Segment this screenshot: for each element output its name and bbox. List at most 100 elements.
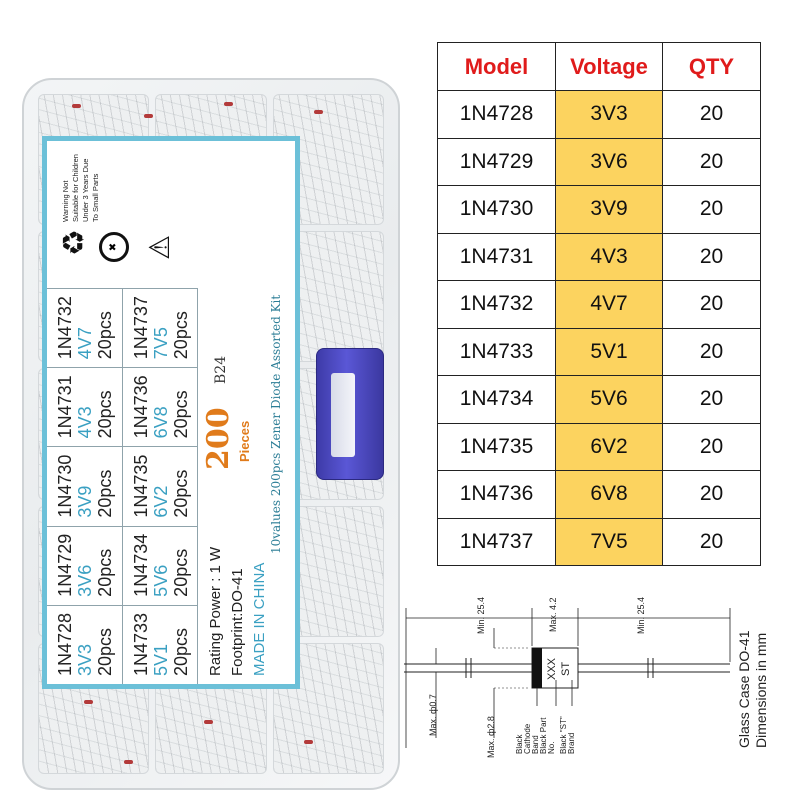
cell-qty: 20 — [662, 137, 761, 186]
header-model: Model — [437, 42, 556, 91]
cell-model: 1N4728 — [437, 90, 556, 139]
label-voltage: 3V3 — [75, 643, 95, 676]
label-voltage: 4V7 — [75, 327, 95, 360]
table-row: 1N4735 6V2 20 — [437, 422, 761, 471]
footprint: Footprint:DO-41 — [229, 568, 246, 676]
cell-voltage: 3V9 — [555, 185, 663, 234]
table-row: 1N4729 3V6 20 — [437, 137, 761, 186]
label-voltage: 4V3 — [75, 406, 95, 439]
label-qty: 20pcs — [95, 469, 115, 518]
pieces-label: Pieces — [237, 420, 252, 462]
table-row: 1N4732 4V7 20 — [437, 280, 761, 329]
table-row: 1N4736 6V8 20 — [437, 470, 761, 519]
table-row: 1N4730 3V9 20 — [437, 185, 761, 234]
kit-name: 10values 200pcs Zener Diode Assorted Kit — [269, 294, 283, 554]
label-voltage: 6V8 — [150, 406, 171, 439]
diode — [304, 740, 313, 744]
made-in: MADE IN CHINA — [251, 562, 268, 676]
no-child-icon: ✖ — [99, 232, 129, 262]
label-model: 1N4730 — [55, 454, 75, 518]
recycle-icon: ♻ — [58, 229, 91, 256]
header-qty: QTY — [662, 42, 761, 91]
cell-qty: 20 — [662, 232, 761, 281]
cell-model: 1N4737 — [437, 517, 556, 566]
dim-max-body-dia: Max. ф2.8 — [486, 716, 496, 758]
cell-qty: 20 — [662, 327, 761, 376]
cell-model: 1N4735 — [437, 422, 556, 471]
diode — [124, 760, 133, 764]
product-code: B24 — [213, 355, 229, 384]
table-row: 1N4728 3V3 20 — [437, 90, 761, 139]
label-card: 1N4728 3V3 20pcs 1N4729 3V6 20pcs 1N4730… — [42, 136, 300, 689]
cell-voltage: 4V3 — [555, 232, 663, 281]
label-model: 1N4728 — [55, 612, 75, 676]
warning-triangle-icon: ⚠ — [144, 234, 175, 260]
label-cell: 1N4736 6V8 20pcs — [122, 367, 198, 447]
cell-model: 1N4732 — [437, 280, 556, 329]
cell-model: 1N4731 — [437, 232, 556, 281]
cell-voltage: 5V1 — [555, 327, 663, 376]
cathode-band — [532, 648, 542, 688]
label-cell: 1N4731 4V3 20pcs — [47, 367, 123, 447]
dim-max-body: Max. 4.2 — [548, 597, 558, 632]
label-model: 1N4736 — [130, 375, 151, 439]
cell-voltage: 5V6 — [555, 375, 663, 424]
warning-text: Warning Not Suitable for Children Under … — [61, 154, 100, 222]
label-cell: 1N4732 4V7 20pcs — [47, 288, 123, 368]
cell-qty: 20 — [662, 185, 761, 234]
cell-qty: 20 — [662, 517, 761, 566]
box-label: 1N4728 3V3 20pcs 1N4729 3V6 20pcs 1N4730… — [42, 136, 300, 689]
label-cell: 1N4734 5V6 20pcs — [122, 525, 198, 605]
label-model: 1N4737 — [130, 296, 151, 360]
cell-voltage: 7V5 — [555, 517, 663, 566]
rating-power: Rating Power : 1 W — [207, 546, 224, 676]
piece-count: 200 — [201, 407, 236, 470]
label-voltage: 3V6 — [75, 564, 95, 597]
label-model: 1N4732 — [55, 296, 75, 360]
cell-model: 1N4729 — [437, 137, 556, 186]
table-row: 1N4734 5V6 20 — [437, 375, 761, 424]
table-header-row: Model Voltage QTY — [437, 42, 761, 91]
label-cell: 1N4728 3V3 20pcs — [47, 604, 123, 684]
diode — [204, 720, 213, 724]
label-footer: Rating Power : 1 W Footprint:DO-41 MADE … — [199, 136, 295, 684]
label-cell: 1N4733 5V1 20pcs — [122, 604, 198, 684]
label-qty: 20pcs — [95, 627, 115, 676]
table-row: 1N4737 7V5 20 — [437, 517, 761, 566]
label-cell: 1N4737 7V5 20pcs — [122, 288, 198, 368]
cell-voltage: 3V3 — [555, 90, 663, 139]
do41-dimension-drawing: Min. 25.4 Max. 4.2 Min. 25.4 Max. ф0.7 M… — [396, 588, 790, 794]
label-model: 1N4733 — [130, 612, 151, 676]
spec-table: Model Voltage QTY 1N4728 3V3 20 1N4729 3… — [437, 42, 761, 566]
compartment — [272, 642, 384, 774]
label-model: 1N4729 — [55, 533, 75, 597]
label-cell: 1N4735 6V2 20pcs — [122, 446, 198, 526]
diode — [144, 114, 153, 118]
cell-qty: 20 — [662, 90, 761, 139]
diode — [72, 104, 81, 108]
cell-model: 1N4730 — [437, 185, 556, 234]
label-qty: 20pcs — [95, 548, 115, 597]
safety-icons: ♻ ✖ ⚠ Warning Not Suitable for Children … — [47, 144, 198, 284]
label-grid: 1N4728 3V3 20pcs 1N4729 3V6 20pcs 1N4730… — [47, 288, 198, 684]
cell-qty: 20 — [662, 280, 761, 329]
label-qty: 20pcs — [95, 390, 115, 439]
cell-voltage: 6V2 — [555, 422, 663, 471]
dim-min-lead-left: Min. 25.4 — [476, 596, 486, 634]
cell-voltage: 3V6 — [555, 137, 663, 186]
drawing-lines — [404, 608, 731, 748]
box-latch[interactable] — [316, 348, 384, 480]
label-voltage: 7V5 — [150, 327, 171, 360]
label-cell: 1N4730 3V9 20pcs — [47, 446, 123, 526]
diode — [224, 102, 233, 106]
body-mark-part: XXX — [546, 657, 558, 680]
label-voltage: 3V9 — [75, 485, 95, 518]
label-qty: 20pcs — [170, 627, 191, 676]
case-caption: Glass Case DO-41 Dimensions in mm — [736, 631, 770, 748]
case-caption-line-1: Glass Case DO-41 — [736, 630, 752, 748]
label-model: 1N4734 — [130, 533, 151, 597]
label-voltage: 5V6 — [150, 564, 171, 597]
dim-min-lead-right: Min. 25.4 — [636, 596, 646, 634]
label-qty: 20pcs — [170, 469, 191, 518]
label-qty: 20pcs — [170, 548, 191, 597]
